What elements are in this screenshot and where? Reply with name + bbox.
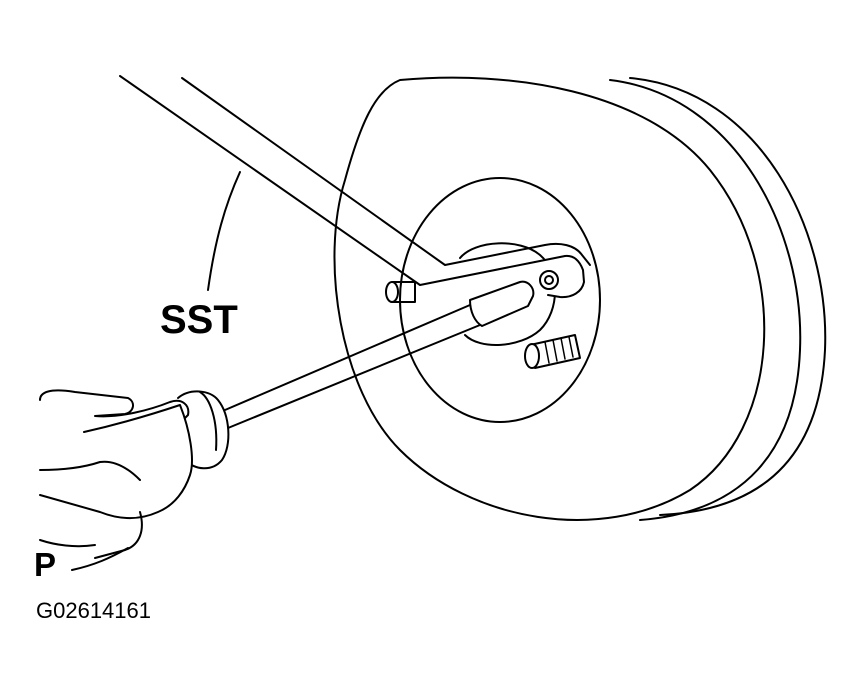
hand — [39, 389, 193, 559]
converter-pin-left — [385, 281, 416, 303]
converter-threaded-stud — [524, 334, 581, 369]
sst-bar-upper-edge — [181, 77, 591, 266]
p-leader-line — [71, 547, 129, 571]
screwdriver — [177, 280, 535, 470]
sst-label: SST — [160, 298, 238, 342]
converter-rim-middle — [609, 79, 802, 521]
torque-converter-body — [333, 76, 827, 521]
screwdriver-shaft-lower — [227, 324, 481, 429]
converter-rim-back — [629, 77, 827, 516]
sst-tool — [119, 75, 591, 299]
sst-leader-line — [207, 171, 241, 291]
screwdriver-shaft-upper — [224, 304, 471, 411]
sst-bar-lower-edge — [119, 75, 536, 286]
p-label: P — [34, 546, 57, 583]
sst-hook-nut — [539, 270, 559, 290]
hand-lower-edge — [39, 539, 96, 548]
hand-finger-lower — [39, 460, 141, 481]
screwdriver-tip — [469, 280, 535, 327]
hand-palm — [39, 404, 193, 519]
figure-code: G02614161 — [36, 598, 151, 623]
